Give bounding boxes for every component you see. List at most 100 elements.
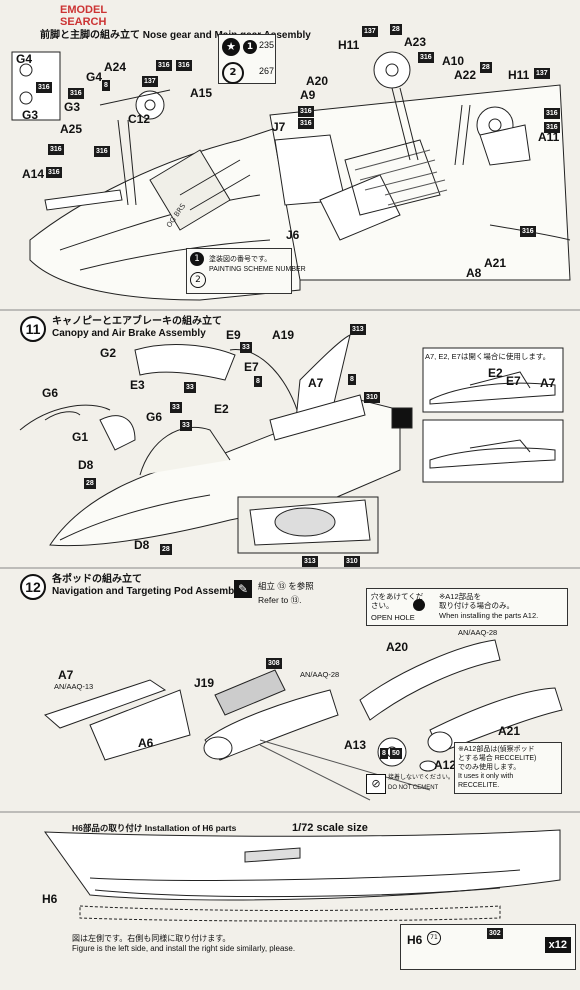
label-A15: A15 [190, 86, 213, 100]
paint-tag: 308 [266, 658, 282, 669]
paint-tag: 316 [94, 146, 110, 157]
step-11-open-note: A7, E2, E7は開く場合に使用します。 [425, 352, 551, 361]
label-H11: H11 [508, 68, 530, 82]
label-D8: D8 [78, 458, 94, 472]
no-cement-icon: ⊘ [366, 774, 386, 794]
scheme-legend-en: PAINTING SCHEME NUMBER [209, 266, 306, 273]
drill-icon [413, 599, 425, 611]
pod-designation: AN/AAQ-28 [458, 628, 498, 637]
paint-tag: 28 [160, 544, 172, 555]
step-12-number: 12 [20, 574, 46, 600]
h6-ref-badge: 71 [427, 931, 441, 945]
label-G6: G6 [146, 410, 163, 424]
star-insignia-icon: ★ [222, 38, 240, 56]
paint-tag: 316 [298, 106, 314, 117]
label-D8: D8 [134, 538, 150, 552]
paint-tag: 316 [68, 88, 84, 99]
watermark-text: EMODEL SEARCH [60, 4, 107, 28]
label-G4: G4 [86, 70, 103, 84]
label-A25: A25 [60, 122, 83, 136]
paint-tag: 8 [348, 374, 356, 385]
hole-and-a12-note-box: 穴をあけてください。 OPEN HOLE ※A12部品を 取り付ける場合のみ。 … [366, 588, 568, 626]
label-G1: G1 [72, 430, 89, 444]
paint-tag: 313 [302, 556, 318, 567]
no-cement-en: DO NOT CEMENT [388, 785, 439, 791]
label-A7: A7 [58, 668, 74, 682]
label-A11: A11 [538, 130, 560, 144]
paint-tag: 316 [544, 108, 560, 119]
label-A12: A12 [434, 758, 457, 772]
label-C12: C12 [128, 112, 151, 126]
h6-footnote-en: Figure is the left side, and install the… [72, 944, 296, 953]
paint-tag: 316 [48, 144, 64, 155]
label-G2: G2 [100, 346, 117, 360]
paint-tag: 50 [390, 748, 402, 759]
paint-tag: 8 [102, 80, 110, 91]
open-hole-jp: 穴をあけてください。 [371, 592, 424, 610]
label-H11: H11 [338, 38, 360, 52]
watermark-logo: EMODEL SEARCH [2, 2, 142, 30]
label-A20: A20 [386, 640, 409, 654]
label-A10: A10 [442, 54, 465, 68]
quantity-badge: x12 [544, 937, 571, 953]
label-G3: G3 [22, 108, 39, 122]
step-12-title-jp: 各ポッドの組み立て [52, 574, 142, 585]
a12-note-jp1: ※A12部品を [439, 592, 482, 601]
open-hole-en: OPEN HOLE [371, 613, 415, 622]
label-A19: A19 [272, 328, 295, 342]
label-A21: A21 [484, 256, 507, 270]
step-12-refer-en: Refer to ⑬. [258, 595, 302, 605]
paint-tag: 316 [298, 118, 314, 129]
no-cement-note: ⊘ 接着しないでください。 DO NOT CEMENT [366, 774, 454, 798]
pod-designation: AN/AAQ-13 [54, 682, 94, 691]
label-A20: A20 [306, 74, 329, 88]
a12-recce-note-box: ※A12部品は(偵察ポッド とする場合 RECCELITE) でのみ使用します。… [454, 742, 562, 794]
label-E3: E3 [130, 378, 145, 392]
no-cement-jp: 接着しないでください。 [388, 775, 454, 781]
label-G6: G6 [42, 386, 59, 400]
paint-tag: 8 [254, 376, 262, 387]
paint-tag: 28 [480, 62, 492, 73]
label-E2: E2 [488, 366, 503, 380]
paint-tag: 33 [170, 402, 182, 413]
label-A7: A7 [540, 376, 556, 390]
paint-tag: 33 [180, 420, 192, 431]
paint-tag: 8 [380, 748, 388, 759]
label-A8: A8 [466, 266, 482, 280]
label-E2: E2 [214, 402, 229, 416]
paint-reference-box: ★ 1 235 2 267 [218, 34, 276, 84]
paint-tag: 137 [142, 76, 158, 87]
paint-tag: 316 [544, 122, 560, 133]
scheme-1-badge: 1 [243, 40, 257, 54]
paint-tag: 302 [487, 928, 503, 939]
label-E7: E7 [244, 360, 259, 374]
label-A13: A13 [344, 738, 367, 752]
a12-note-jp2: 取り付ける場合のみ。 [439, 601, 514, 610]
label-G3: G3 [64, 100, 81, 114]
scheme-2-icon: 2 [190, 272, 206, 288]
h6-section-title: H6部品の取り付け Installation of H6 parts [72, 823, 237, 833]
label-J19: J19 [194, 676, 215, 690]
paint-tag: 316 [176, 60, 192, 71]
paint-tag: 316 [36, 82, 52, 93]
recce-en1: It uses it only with [458, 773, 514, 780]
label-A23: A23 [404, 35, 427, 49]
paint-code-1: 235 [259, 40, 275, 50]
step-11-number: 11 [20, 316, 46, 342]
gear-step-title: 前脚と主脚の組み立て Nose gear and Main gear Assem… [40, 30, 311, 41]
paint-tag: 137 [362, 26, 378, 37]
a12-note-en: When installing the parts A12. [439, 611, 539, 620]
paint-tag: 316 [520, 226, 536, 237]
label-J6: J6 [286, 228, 300, 242]
h6-footnote-jp: 図は左側です。右側も同様に取り付けます。 [72, 934, 231, 943]
h6-part-box: H6 71 302 x12 [400, 924, 576, 970]
paint-code-2: 267 [259, 66, 275, 76]
paint-tag: 33 [240, 342, 252, 353]
h6-part-label: H6 [407, 933, 423, 947]
label-A14: A14 [22, 167, 45, 181]
label-H6: H6 [42, 892, 58, 906]
paint-tag: 28 [84, 478, 96, 489]
paint-tag: 316 [156, 60, 172, 71]
scheme-legend-box: 1 2 塗装図の番号です。 PAINTING SCHEME NUMBER [186, 248, 306, 294]
